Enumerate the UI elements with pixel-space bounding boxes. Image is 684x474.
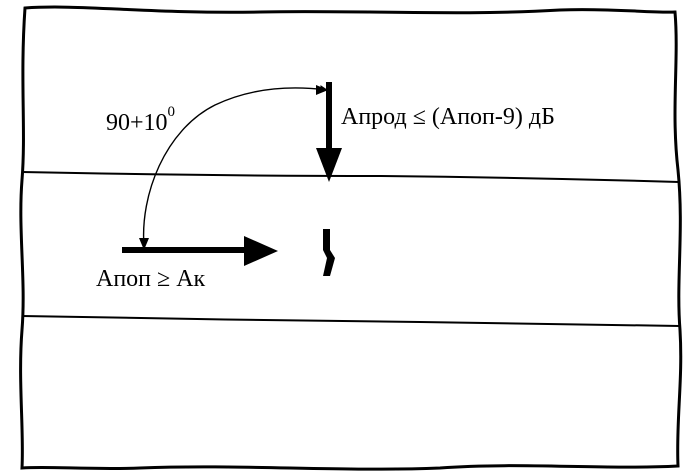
vertical-arrow-head	[316, 148, 342, 182]
angle-base-text: 90+10	[106, 110, 168, 136]
defect-symbol	[323, 229, 335, 276]
transverse-condition-label: Апоп ≥ Ак	[96, 266, 206, 292]
angle-arc-start-arrowhead	[139, 238, 149, 250]
angle-arc-end-arrowhead	[316, 85, 328, 95]
longitudinal-condition-label: Апрод ≤ (Апоп-9) дБ	[341, 104, 555, 130]
horizontal-arrow-head	[244, 236, 278, 266]
lower-boundary-line	[21, 315, 681, 327]
angle-label: 90+100	[106, 104, 175, 136]
angle-arc	[142, 85, 328, 247]
upper-boundary-line	[21, 171, 680, 183]
angle-superscript: 0	[168, 104, 176, 120]
sheet-outline	[19, 5, 683, 471]
